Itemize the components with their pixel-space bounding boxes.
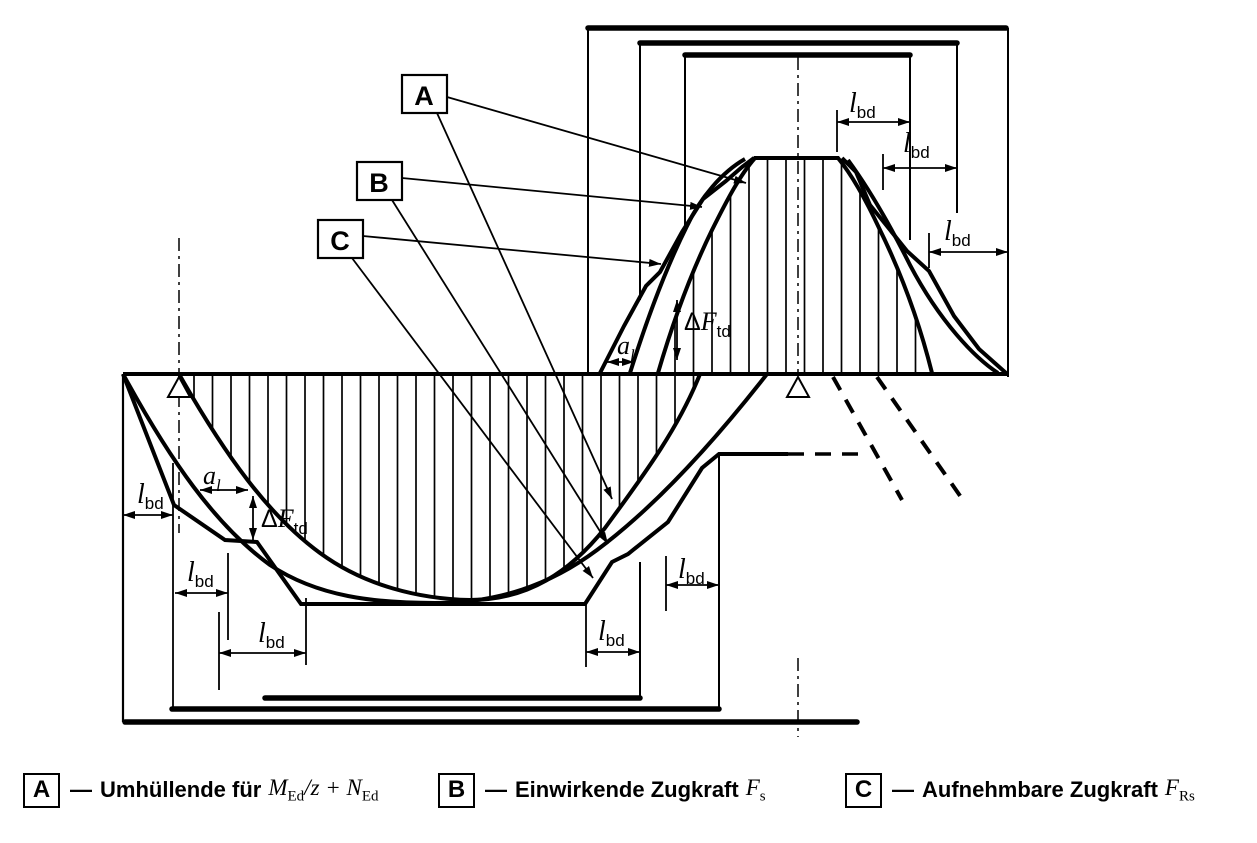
support-envelope-hatch — [658, 158, 932, 373]
lbd-label: lbd — [258, 618, 285, 652]
dimension-labels: lbd lbd lbd lbd lbd lbd lbd lbd al al ΔF… — [137, 88, 971, 652]
curve-C-span — [121, 373, 788, 606]
bottom-rebar-bars — [122, 695, 860, 725]
lbd-label: lbd — [849, 88, 876, 122]
legend-label: Aufnehmbare Zugkraft — [922, 777, 1158, 802]
formula-sub: s — [759, 788, 766, 805]
legend-label: Einwirkende Zugkraft — [515, 777, 739, 802]
legend-formula: MEd/z + NEd — [268, 775, 378, 806]
dashed-envelope-continuation — [831, 376, 904, 501]
dftd-label: ΔFtd — [684, 307, 731, 341]
legend-dash: — — [70, 777, 92, 802]
lbd-label: lbd — [678, 554, 705, 588]
curve-C-resisting-force — [121, 156, 1008, 606]
formula-var: /z + N — [304, 774, 362, 800]
dimension-arrows — [123, 118, 1008, 657]
lbd-label: lbd — [903, 128, 930, 162]
dashed-continuation-lines — [831, 375, 965, 502]
dashed-envelope-continuation — [875, 375, 965, 502]
formula-var: M — [268, 774, 288, 800]
formula-sub: Rs — [1178, 788, 1195, 805]
legend-key-box: A — [23, 772, 60, 808]
callout-box-A — [400, 73, 449, 115]
legend-formula: Fs — [746, 775, 766, 806]
legend-dash: — — [485, 777, 507, 802]
al-label: al — [203, 461, 221, 495]
span-envelope-hatch — [179, 374, 700, 600]
legend-label: Umhüllende für — [100, 777, 262, 802]
top-rebar-bars — [585, 25, 1009, 58]
callout-box-C — [316, 218, 365, 260]
curve-B-support-right — [846, 158, 1000, 375]
curve-C-support-left — [598, 156, 756, 374]
legend-item-C: C — Aufnehmbare Zugkraft FRs — [845, 772, 1195, 808]
formula-sub: Ed — [287, 788, 305, 805]
callout-letter-A: A — [414, 81, 434, 111]
dftd-label: ΔFtd — [261, 504, 308, 538]
callout-box-B — [355, 160, 404, 202]
lbd-label: lbd — [944, 216, 971, 250]
callout-leaders — [351, 96, 747, 579]
leader-C-to-support — [362, 235, 662, 267]
leader-B-to-support — [401, 177, 703, 210]
leader-A-to-span — [436, 112, 613, 500]
callout-boxes: A B C — [316, 73, 449, 260]
leader-C-to-span — [351, 257, 594, 579]
support-triangle-icon — [785, 374, 811, 398]
formula-var: F — [745, 774, 760, 800]
formula-var: F — [1164, 774, 1179, 800]
legend-item-B: B — Einwirkende Zugkraft Fs — [438, 772, 766, 808]
legend-key-box: C — [845, 772, 882, 808]
leader-B-to-span — [391, 199, 609, 545]
legend-dash: — — [892, 777, 914, 802]
curve-C-support-right — [840, 156, 1008, 375]
lbd-label: lbd — [137, 479, 164, 513]
inner-support-axis — [785, 57, 811, 737]
callout-letter-B: B — [369, 168, 389, 198]
legend-item-A: A — Umhüllende für MEd/z + NEd — [23, 772, 379, 808]
legend-key-box: B — [438, 772, 475, 808]
top-extension-lines — [587, 28, 1009, 377]
al-label: al — [617, 331, 635, 365]
callout-letter-C: C — [330, 226, 350, 256]
curve-A-support — [656, 156, 934, 374]
lbd-label: lbd — [598, 616, 625, 650]
legend-formula: FRs — [1165, 775, 1195, 806]
lbd-label: lbd — [187, 557, 214, 591]
leader-A-to-support — [446, 96, 747, 184]
formula-sub: Ed — [361, 788, 379, 805]
